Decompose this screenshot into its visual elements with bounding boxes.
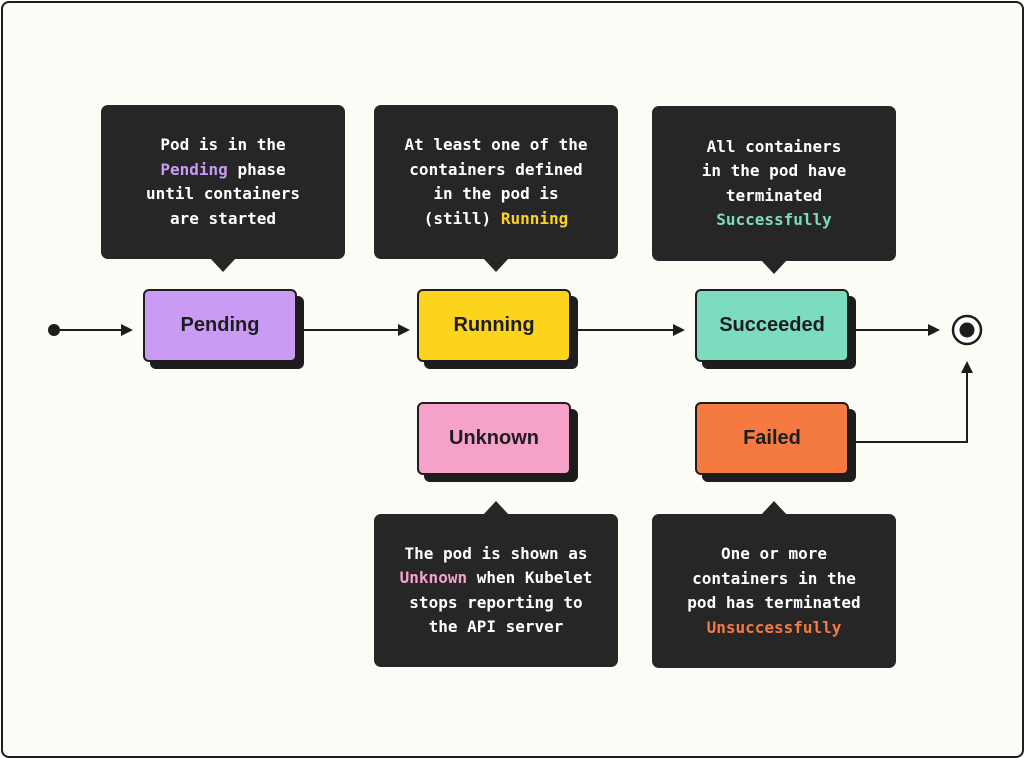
transition-lines (48, 314, 983, 443)
callout-succeeded-highlight: Successfully (716, 210, 832, 229)
callout-pending-line3: until containers (145, 184, 301, 203)
callout-unknown-line2: Unknown when Kubelet (400, 566, 593, 591)
callout-running-line4: (still) Running (424, 207, 569, 232)
callout-pending-line2: Pending phase (160, 158, 285, 183)
callout-running-line3: in the pod is (433, 184, 559, 203)
state-failed: Failed (695, 402, 849, 475)
callout-failed-line3: pod has terminated (687, 593, 861, 612)
callout-pending-highlight: Pending (160, 159, 228, 179)
callout-pending-line2-rest: phase (227, 159, 286, 179)
callout-unknown: The pod is shown as Unknown when Kubelet… (374, 501, 618, 667)
callout-unknown-line3: stops reporting to (409, 592, 583, 612)
callout-failed-highlight: Unsuccessfully (706, 617, 842, 637)
callout-failed-line1: One or more (721, 544, 827, 563)
arrow-failed-to-end (856, 361, 973, 443)
initial-state-icon (48, 324, 60, 336)
callout-succeeded: All containers in the pod have terminate… (652, 106, 896, 274)
state-running: Running (417, 289, 571, 362)
callout-succeeded-line1: All containers (706, 136, 842, 156)
callout-failed-pointer (761, 501, 787, 515)
callout-running-highlight: Running (500, 208, 569, 228)
callout-pending-line1: Pod is in the (160, 135, 286, 154)
callout-running-pointer (483, 258, 509, 272)
state-unknown: Unknown (417, 402, 571, 475)
callout-running-line1: At least one of the (404, 135, 588, 154)
state-failed-label: Failed (743, 427, 801, 449)
callout-running: At least one of the containers defined i… (374, 105, 618, 272)
callout-pending-pointer (210, 258, 236, 272)
state-succeeded: Succeeded (695, 289, 849, 362)
state-running-label: Running (453, 314, 535, 336)
state-succeeded-label: Succeeded (719, 314, 825, 336)
callout-pending: Pod is in the Pending phase until contai… (101, 105, 345, 272)
callout-running-line2: containers defined (409, 159, 583, 179)
callout-pending-line4: are started (170, 208, 276, 228)
callout-succeeded-line3: terminated (725, 185, 823, 205)
final-state-icon (951, 314, 983, 346)
callout-unknown-line1: The pod is shown as (404, 543, 588, 563)
callout-unknown-pointer (483, 501, 509, 515)
callout-running-line4-pre: (still) (423, 208, 501, 228)
state-pending: Pending (143, 289, 297, 362)
callout-succeeded-line2: in the pod have (701, 161, 847, 180)
callout-succeeded-pointer (761, 260, 787, 274)
state-unknown-label: Unknown (449, 427, 539, 449)
state-pending-label: Pending (180, 314, 260, 336)
callout-unknown-line4: the API server (428, 617, 564, 636)
callout-unknown-highlight: Unknown (399, 568, 468, 587)
callout-failed-line2: containers in the (692, 568, 856, 588)
callout-failed: One or more containers in the pod has te… (652, 501, 896, 668)
callout-unknown-line2-rest: when Kubelet (467, 568, 593, 587)
